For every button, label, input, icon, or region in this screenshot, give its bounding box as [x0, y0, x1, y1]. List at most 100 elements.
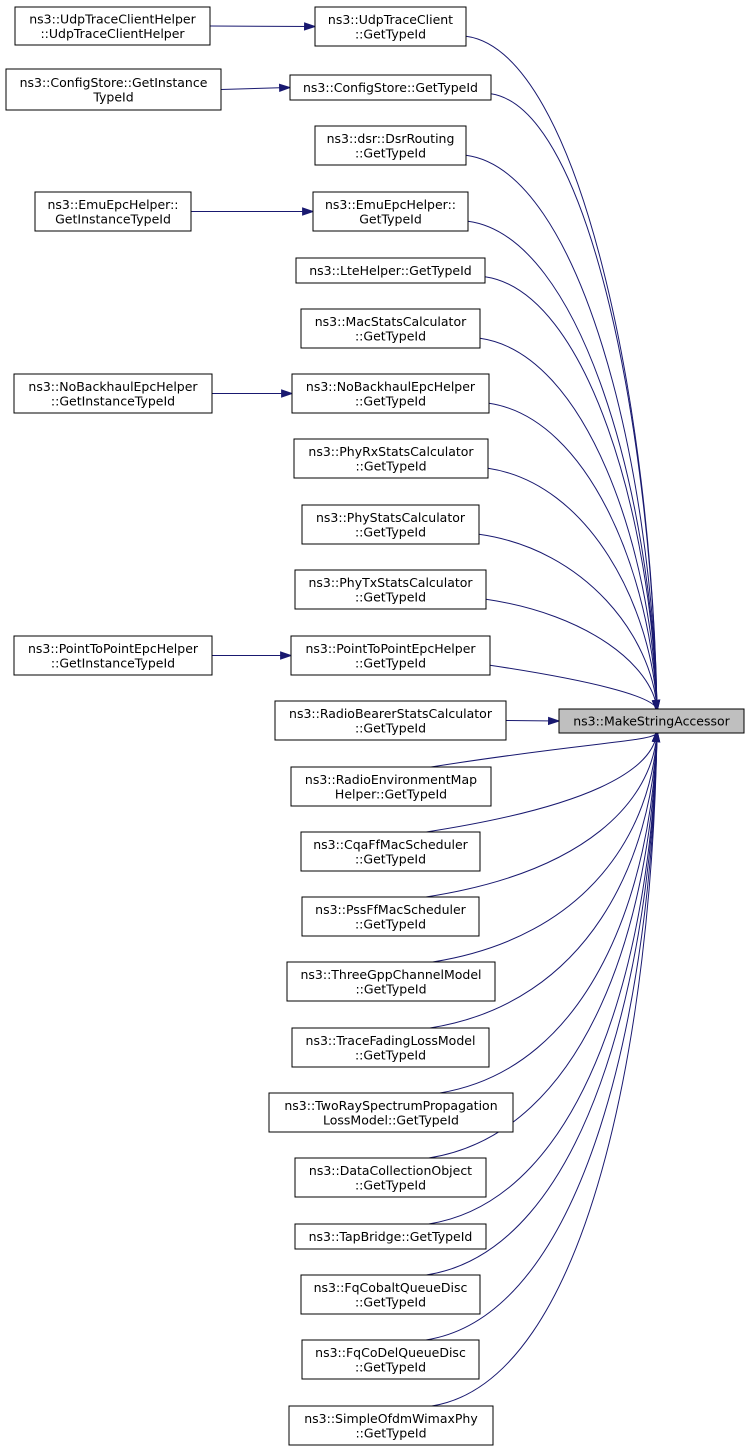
node-label-line: ns3::RadioBearerStatsCalculator	[289, 706, 493, 721]
node-udp-trace-client[interactable]: ns3::UdpTraceClient::GetTypeId	[314, 6, 467, 47]
node-box	[295, 257, 486, 284]
node-label-line: ns3::PointToPointEpcHelper	[28, 641, 199, 656]
node-emu-epc-helper-get-instance-type-id[interactable]: ns3::EmuEpcHelper::GetInstanceTypeId	[34, 191, 192, 232]
edge-no-backhaul-epc-helper-line	[488, 402, 658, 710]
edge-emu-epc-helper-get-instance-type-id-arrowhead	[302, 207, 315, 216]
node-box	[312, 191, 469, 232]
node-pss-ff-mac-scheduler[interactable]: ns3::PssFfMacScheduler::GetTypeId	[301, 896, 480, 937]
edge-simple-ofdm-wimax-phy	[431, 729, 661, 1407]
edge-pss-ff-mac-scheduler	[425, 729, 661, 898]
edge-phy-rx-stats-calculator-line	[487, 467, 658, 710]
node-data-collection-object[interactable]: ns3::DataCollectionObject::GetTypeId	[294, 1157, 487, 1198]
node-radio-environment-map-helper[interactable]: ns3::RadioEnvironmentMapHelper::GetTypeI…	[290, 766, 492, 807]
edge-three-gpp-channel-model-line	[432, 732, 658, 963]
node-label-line: ::GetTypeId	[355, 981, 426, 996]
edge-phy-tx-stats-calculator-line	[485, 598, 658, 710]
node-radio-bearer-stats-calculator[interactable]: ns3::RadioBearerStatsCalculator::GetType…	[274, 700, 507, 741]
node-label-line: ::GetTypeId	[355, 916, 426, 931]
edge-mac-stats-calculator	[479, 337, 661, 713]
edge-point-to-point-epc-helper-get-instance-type-id-arrowhead	[280, 651, 293, 660]
edge-udp-trace-client-helper	[209, 22, 317, 31]
edge-dsr-routing-line	[465, 154, 658, 710]
node-udp-trace-client-helper[interactable]: ns3::UdpTraceClientHelper::UdpTraceClien…	[14, 6, 211, 46]
node-phy-tx-stats-calculator[interactable]: ns3::PhyTxStatsCalculator::GetTypeId	[294, 569, 487, 610]
node-no-backhaul-epc-helper[interactable]: ns3::NoBackhaulEpcHelper::GetTypeId	[291, 373, 490, 414]
node-label-line: ::GetTypeId	[355, 1359, 426, 1374]
node-box	[314, 125, 467, 166]
node-label-line: LossModel::GetTypeId	[323, 1112, 459, 1127]
edge-emu-epc-helper-get-instance-type-id	[191, 207, 315, 216]
edge-tap-bridge-line	[428, 732, 658, 1225]
node-cqa-ff-mac-scheduler[interactable]: ns3::CqaFfMacScheduler::GetTypeId	[300, 831, 481, 872]
node-label-line: ns3::LteHelper::GetTypeId	[309, 263, 472, 278]
node-box	[290, 766, 492, 807]
node-label-line: ::UdpTraceClientHelper	[40, 26, 185, 41]
node-label-line: ns3::NoBackhaulEpcHelper	[28, 379, 198, 394]
node-label-line: ns3::FqCoDelQueueDisc	[315, 1345, 466, 1360]
node-box	[5, 68, 222, 111]
node-box	[294, 1157, 487, 1198]
edge-config-store	[490, 93, 661, 713]
edge-trace-fading-loss-model-line	[429, 732, 658, 1029]
node-label-line: ns3::TapBridge::GetTypeId	[309, 1229, 473, 1244]
node-label-line: ::GetTypeId	[355, 328, 426, 343]
node-lte-helper[interactable]: ns3::LteHelper::GetTypeId	[295, 257, 486, 284]
node-label-line: ns3::UdpTraceClient	[328, 12, 453, 27]
node-phy-rx-stats-calculator[interactable]: ns3::PhyRxStatsCalculator::GetTypeId	[293, 438, 489, 479]
node-box	[300, 308, 481, 349]
node-label-line: ::GetTypeId	[355, 1047, 426, 1062]
node-label-line: ns3::UdpTraceClientHelper	[29, 11, 196, 26]
node-emu-epc-helper[interactable]: ns3::EmuEpcHelper::GetTypeId	[312, 191, 469, 232]
node-two-ray-spectrum-propagation-loss-model[interactable]: ns3::TwoRaySpectrumPropagationLossModel:…	[268, 1092, 514, 1133]
node-box	[268, 1092, 514, 1133]
node-label-line: TypeId	[92, 89, 133, 104]
node-box	[314, 6, 467, 47]
node-box	[34, 191, 192, 232]
node-label-line: ns3::TraceFadingLossModel	[306, 1033, 476, 1048]
node-fq-codel-queue-disc[interactable]: ns3::FqCoDelQueueDisc::GetTypeId	[301, 1339, 480, 1380]
node-mac-stats-calculator[interactable]: ns3::MacStatsCalculator::GetTypeId	[300, 308, 481, 349]
node-label-line: ::GetTypeId	[355, 851, 426, 866]
node-label-line: ::GetTypeId	[355, 1177, 426, 1192]
edge-point-to-point-epc-helper-get-instance-type-id	[212, 651, 293, 660]
edge-point-to-point-epc-helper-line	[489, 664, 658, 710]
node-label-line: ns3::RadioEnvironmentMap	[305, 772, 477, 787]
edge-no-backhaul-epc-helper-get-instance-type-id-arrowhead	[281, 389, 294, 398]
node-make-string-accessor[interactable]: ns3::MakeStringAccessor	[558, 708, 745, 734]
edge-config-store-get-instance-type-id-arrowhead	[278, 83, 292, 93]
node-trace-fading-loss-model[interactable]: ns3::TraceFadingLossModel::GetTypeId	[291, 1027, 490, 1068]
node-box	[289, 74, 492, 101]
node-tap-bridge[interactable]: ns3::TapBridge::GetTypeId	[294, 1223, 487, 1250]
node-phy-stats-calculator[interactable]: ns3::PhyStatsCalculator::GetTypeId	[301, 504, 480, 545]
node-box	[301, 896, 480, 937]
node-dsr-routing[interactable]: ns3::dsr::DsrRouting::GetTypeId	[314, 125, 467, 166]
node-simple-ofdm-wimax-phy[interactable]: ns3::SimpleOfdmWimaxPhy::GetTypeId	[288, 1405, 494, 1446]
edge-point-to-point-epc-helper	[489, 664, 661, 713]
node-config-store-get-instance-type-id[interactable]: ns3::ConfigStore::GetInstanceTypeId	[5, 68, 222, 111]
node-label-line: ns3::DataCollectionObject	[309, 1163, 472, 1178]
node-box	[300, 1274, 481, 1315]
node-point-to-point-epc-helper[interactable]: ns3::PointToPointEpcHelper::GetTypeId	[290, 635, 491, 676]
node-box	[291, 373, 490, 414]
edge-fq-codel-queue-disc-line	[425, 732, 658, 1341]
node-point-to-point-epc-helper-get-instance-type-id[interactable]: ns3::PointToPointEpcHelper::GetInstanceT…	[13, 635, 213, 676]
edge-udp-trace-client	[465, 35, 661, 713]
node-box	[301, 1339, 480, 1380]
node-label-line: ::GetTypeId	[355, 655, 426, 670]
node-fq-cobalt-queue-disc[interactable]: ns3::FqCobaltQueueDisc::GetTypeId	[300, 1274, 481, 1315]
node-three-gpp-channel-model[interactable]: ns3::ThreeGppChannelModel::GetTypeId	[286, 961, 496, 1002]
edge-radio-environment-map-helper-line	[430, 732, 658, 768]
node-label-line: ::GetTypeId	[355, 524, 426, 539]
edge-emu-epc-helper	[467, 220, 661, 713]
node-label-line: ns3::PointToPointEpcHelper	[305, 641, 476, 656]
call-graph-edges	[191, 22, 661, 1407]
node-no-backhaul-epc-helper-get-instance-type-id[interactable]: ns3::NoBackhaulEpcHelper::GetInstanceTyp…	[13, 373, 213, 414]
edge-dsr-routing	[465, 154, 661, 713]
node-box	[13, 635, 213, 676]
node-config-store[interactable]: ns3::ConfigStore::GetTypeId	[289, 74, 492, 101]
node-box	[293, 438, 489, 479]
node-label-line: ns3::ThreeGppChannelModel	[300, 967, 481, 982]
node-box	[13, 373, 213, 414]
node-label-line: GetInstanceTypeId	[55, 211, 171, 226]
